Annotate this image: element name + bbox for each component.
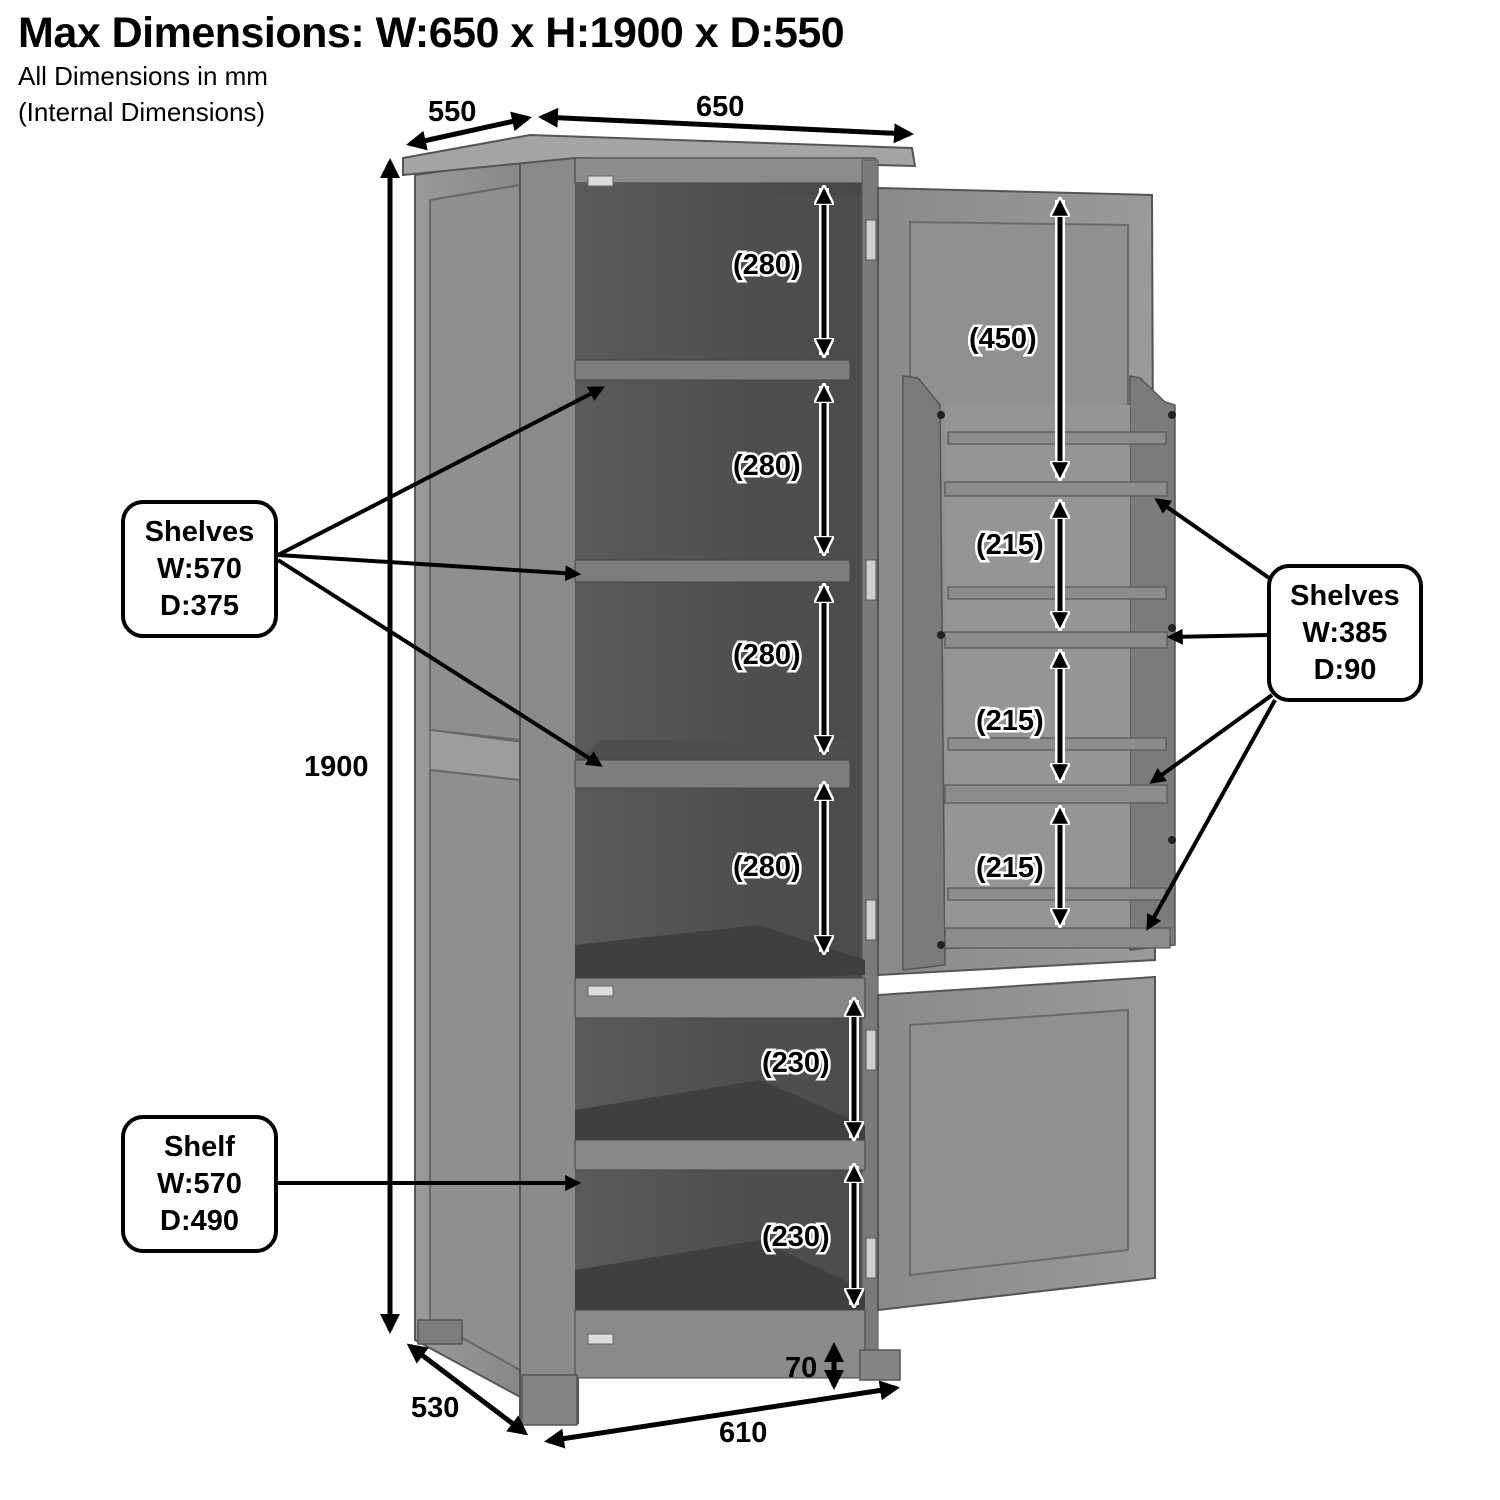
- base-depth-label: 530: [411, 1392, 459, 1424]
- top-width-label: 650: [696, 91, 744, 123]
- callout-title: Shelves: [1290, 579, 1400, 612]
- page-title: Max Dimensions: W:650 x H:1900 x D:550: [18, 9, 845, 57]
- leader-line: [1166, 628, 1269, 645]
- compartment-height-label: (280): [733, 851, 801, 883]
- leader-line: [276, 558, 603, 767]
- compartment-height-label: (280): [733, 450, 801, 482]
- lower-compartment-height-label: (230): [762, 1221, 830, 1253]
- rack-shelf: [944, 784, 1168, 804]
- internal-dimension-labels: (280) (280) (280) (280) (230) (230) (450…: [731, 247, 1047, 1256]
- door-top-height-label: (450): [969, 323, 1037, 355]
- callout-width: W:385: [1302, 616, 1388, 649]
- units-note: All Dimensions in mm: [18, 61, 268, 91]
- lower-compartment-height-label: (230): [762, 1047, 830, 1079]
- header: Max Dimensions: W:650 x H:1900 x D:550 A…: [18, 8, 845, 130]
- hinge: [865, 1237, 877, 1279]
- shelf: [574, 1139, 866, 1171]
- screw: [937, 941, 945, 949]
- callout-title: Shelves: [144, 515, 255, 548]
- rack-shelf: [944, 481, 1168, 497]
- front-stile-left: [519, 154, 579, 1424]
- top-depth-arrow: [406, 111, 532, 151]
- overall-dimension-lines: [380, 107, 914, 1449]
- rack-height-label: (215): [976, 852, 1044, 884]
- bottom-rail: [574, 1309, 866, 1379]
- overall-dimension-labels: 550 650 1900 530 610 70: [304, 91, 817, 1449]
- hinge: [865, 559, 877, 601]
- height-label: 1900: [304, 751, 369, 783]
- base-depth-arrow: [406, 1343, 529, 1436]
- top-rail: [574, 157, 876, 184]
- front-leg-left: [521, 1374, 578, 1426]
- hinge: [865, 899, 877, 941]
- callout-width: W:570: [157, 552, 242, 585]
- rack-height-label: (215): [976, 529, 1044, 561]
- callout-width: W:570: [157, 1167, 242, 1200]
- callout-title: Shelf: [164, 1130, 235, 1163]
- rear-leg: [417, 1319, 463, 1345]
- shelf: [574, 759, 851, 789]
- shelf: [574, 559, 851, 583]
- main-shelves: [574, 359, 866, 1379]
- compartment-height-label: (280): [733, 249, 801, 281]
- leader-line: [277, 386, 605, 557]
- divider-rail: [574, 977, 866, 1019]
- rack-height-label: (215): [976, 705, 1044, 737]
- leader-line: [1154, 498, 1274, 582]
- side-panel-inset-lower: [429, 768, 521, 1372]
- callout-depth: D:90: [1313, 653, 1377, 686]
- screw: [1168, 624, 1176, 632]
- front-leg-right: [859, 1349, 901, 1381]
- screw: [1168, 836, 1176, 844]
- callout-depth: D:490: [160, 1204, 239, 1237]
- magnetic-latch: [587, 1333, 614, 1345]
- leader-line: [1149, 693, 1274, 784]
- base-width-arrow: [544, 1380, 900, 1449]
- cabinet-body: [402, 133, 917, 1426]
- callout-depth: D:375: [160, 589, 239, 622]
- shelf-top: [575, 740, 850, 765]
- internal-dimensions-note: (Internal Dimensions): [18, 97, 266, 127]
- callout-leaders: [276, 386, 1277, 1191]
- magnetic-latch: [587, 175, 614, 187]
- lower-door: [877, 975, 1156, 1312]
- side-panel-inset-upper: [429, 183, 521, 742]
- rack-shelf: [944, 927, 1171, 949]
- internal-dimension-lines: [824, 188, 1060, 1305]
- callout-lower-shelf: Shelf W:570 D:490: [121, 1115, 278, 1253]
- screw: [937, 631, 945, 639]
- hinge: [865, 219, 877, 261]
- screw: [937, 411, 945, 419]
- rack-shelf: [944, 631, 1168, 649]
- leader-line: [1146, 699, 1277, 931]
- screw: [1168, 411, 1176, 419]
- leader-line: [277, 553, 582, 582]
- door-panel: [909, 1008, 1129, 1277]
- hinges: [865, 219, 877, 1279]
- shelf: [574, 359, 851, 381]
- rack-side-left: [902, 375, 946, 971]
- compartment-height-label: (280): [733, 639, 801, 671]
- callout-door-shelves: Shelves W:385 D:90: [1267, 564, 1423, 702]
- shelf-top: [575, 925, 865, 985]
- hinge: [865, 1029, 877, 1071]
- top-width-arrow: [538, 107, 914, 144]
- top-depth-label: 550: [428, 96, 476, 128]
- callout-main-shelves: Shelves W:570 D:375: [121, 500, 278, 638]
- front-stile-right: [861, 159, 879, 1381]
- rack-side-right: [1129, 375, 1176, 951]
- magnetic-latch: [587, 985, 614, 997]
- leg-height-label: 70: [785, 1352, 817, 1384]
- base-width-label: 610: [719, 1417, 767, 1449]
